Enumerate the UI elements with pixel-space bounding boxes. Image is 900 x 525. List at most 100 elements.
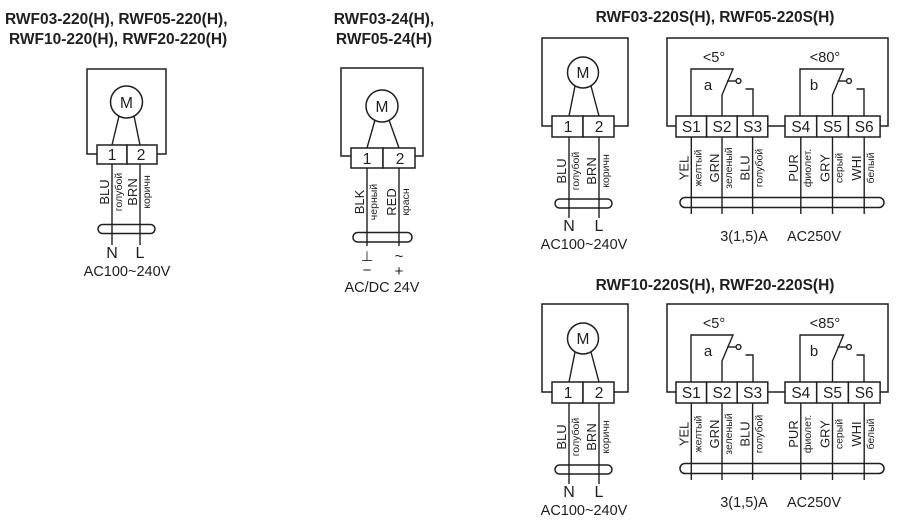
switch-terminal-label: S6 [855,119,874,136]
wire-color-code: GRN [707,420,722,449]
rating-current-label: 3(1,5)A [720,229,768,245]
diagram-title-line1: RWF03-24(H), [334,11,434,28]
terminal-number: 2 [396,151,405,168]
neutral-label: N [563,484,575,501]
switch-terminal-label: S1 [682,385,701,402]
wire-color-code: BLU [738,421,753,446]
terminal-number: 2 [595,385,604,402]
switch-terminal-label: S5 [823,119,842,136]
switch-actuator-circle [735,77,742,85]
wire-color-code: BLU [554,158,569,183]
switch-terminal-label: S1 [682,119,701,136]
line-label: L [136,245,145,262]
diagram-title-line1: RWF03-220(H), RWF05-220(H), [5,11,228,28]
motor-label: M [120,95,133,112]
wire-color-code: YEL [676,422,691,447]
wire-color-code: PUR [786,420,801,447]
diagram-title-line2: RWF05-24(H) [336,31,432,48]
wire-color-code: BRN [584,157,599,184]
wire-color-name-ru: зеленый [723,413,735,454]
switch-contact-jog [856,88,865,116]
cable-gland [554,464,613,475]
wire-color-code: BRN [584,423,599,450]
cable-gland [97,223,156,235]
supply-voltage-label: AC100~240V [84,264,171,280]
motor-lead [388,119,400,149]
rating-voltage-label: AC250V [787,495,841,511]
terminal-number: 1 [564,385,573,402]
wire-color-name-ru: коричн [141,175,153,209]
wire-color-code: BLU [738,155,753,180]
switch-contact-jog [745,88,754,116]
wire-color-name-ru: коричн [600,420,612,454]
switch-actuator-circle [845,77,853,85]
neutral-label: N [563,218,575,235]
polarity-symbol-minus: − [363,262,372,279]
wire-color-code: BRN [125,178,140,205]
wire-color-code: RED [384,188,399,215]
motor-lead [133,115,141,146]
switch-angle-label: <5° [703,50,725,66]
wire-color-name-ru: желтый [692,415,704,452]
switch-id-label: b [810,343,818,360]
diagram-rwf-220s-small: RWF03-220S(H), RWF05-220S(H) M 1 2 BLU г… [541,9,889,253]
wire-color-name-ru: фиолет. [802,415,814,453]
terminal-number: 2 [595,119,604,136]
switch-angle-label: <80° [810,50,840,66]
switch-terminal-label: S2 [713,119,732,136]
wire-color-name-ru: голубой [570,418,582,457]
wire-color-name-ru: фиолет. [802,149,814,187]
actuator-housing [541,37,629,127]
supply-voltage-label: AC/DC 24V [345,280,420,296]
switch-terminal-label: S3 [743,119,762,136]
aux-switch-box [666,303,889,393]
motor-circle [566,322,600,355]
wire-color-code: YEL [676,156,691,181]
rating-current-label: 3(1,5)A [720,495,768,511]
line-label: L [595,484,604,501]
wire-color-name-ru: голубой [754,415,766,454]
motor-lead [590,351,600,383]
wire-color-code: BLK [352,189,367,214]
switch-terminal-label: S2 [713,385,732,402]
switch-angle-label: <5° [703,316,725,332]
wire-color-name-ru: коричн [600,154,612,188]
wire-color-name-ru: серый [834,153,846,183]
switch-common-and-blade [799,334,845,382]
wire-color-code: GRY [818,420,833,448]
terminal-number: 1 [564,119,573,136]
motor-lead [366,119,376,149]
motor-label: M [376,99,389,116]
wire-color-code: GRN [707,154,722,183]
actuator-housing [541,303,629,393]
switch-common-and-blade [690,68,735,116]
switch-contact-jog [856,354,865,382]
switch-angle-label: <85° [810,316,840,332]
supply-voltage-label: AC100~240V [541,503,628,519]
diagram-rwf-220s-large: RWF10-220S(H), RWF20-220S(H) M 1 2 BLU г… [541,277,889,519]
cable-gland [679,462,885,475]
wire-color-code: WHI [849,155,864,180]
cable-gland [679,196,885,209]
rating-voltage-label: AC250V [787,229,841,245]
wire-color-name-ru: красн [400,188,412,216]
polarity-symbol-ground: ⊥ [361,248,373,264]
neutral-label: N [106,245,118,262]
terminal-number: 2 [137,147,146,164]
wire-color-name-ru: черный [368,184,380,220]
diagram-title: RWF10-220S(H), RWF20-220S(H) [596,277,835,294]
motor-circle [365,89,399,123]
switch-terminal-label: S5 [823,385,842,402]
aux-switch-box [666,37,889,127]
motor-label: M [577,331,590,348]
motor-label: M [577,65,590,82]
wire-color-code: BLU [97,179,112,204]
terminal-cell-2 [126,144,158,165]
switch-actuator-circle [735,343,742,351]
wire-color-name-ru: зеленый [723,147,735,188]
switch-contact-jog [745,354,754,382]
switch-id-label: a [704,77,713,94]
terminal-number: 1 [363,151,372,168]
wire-color-name-ru: серый [834,419,846,449]
